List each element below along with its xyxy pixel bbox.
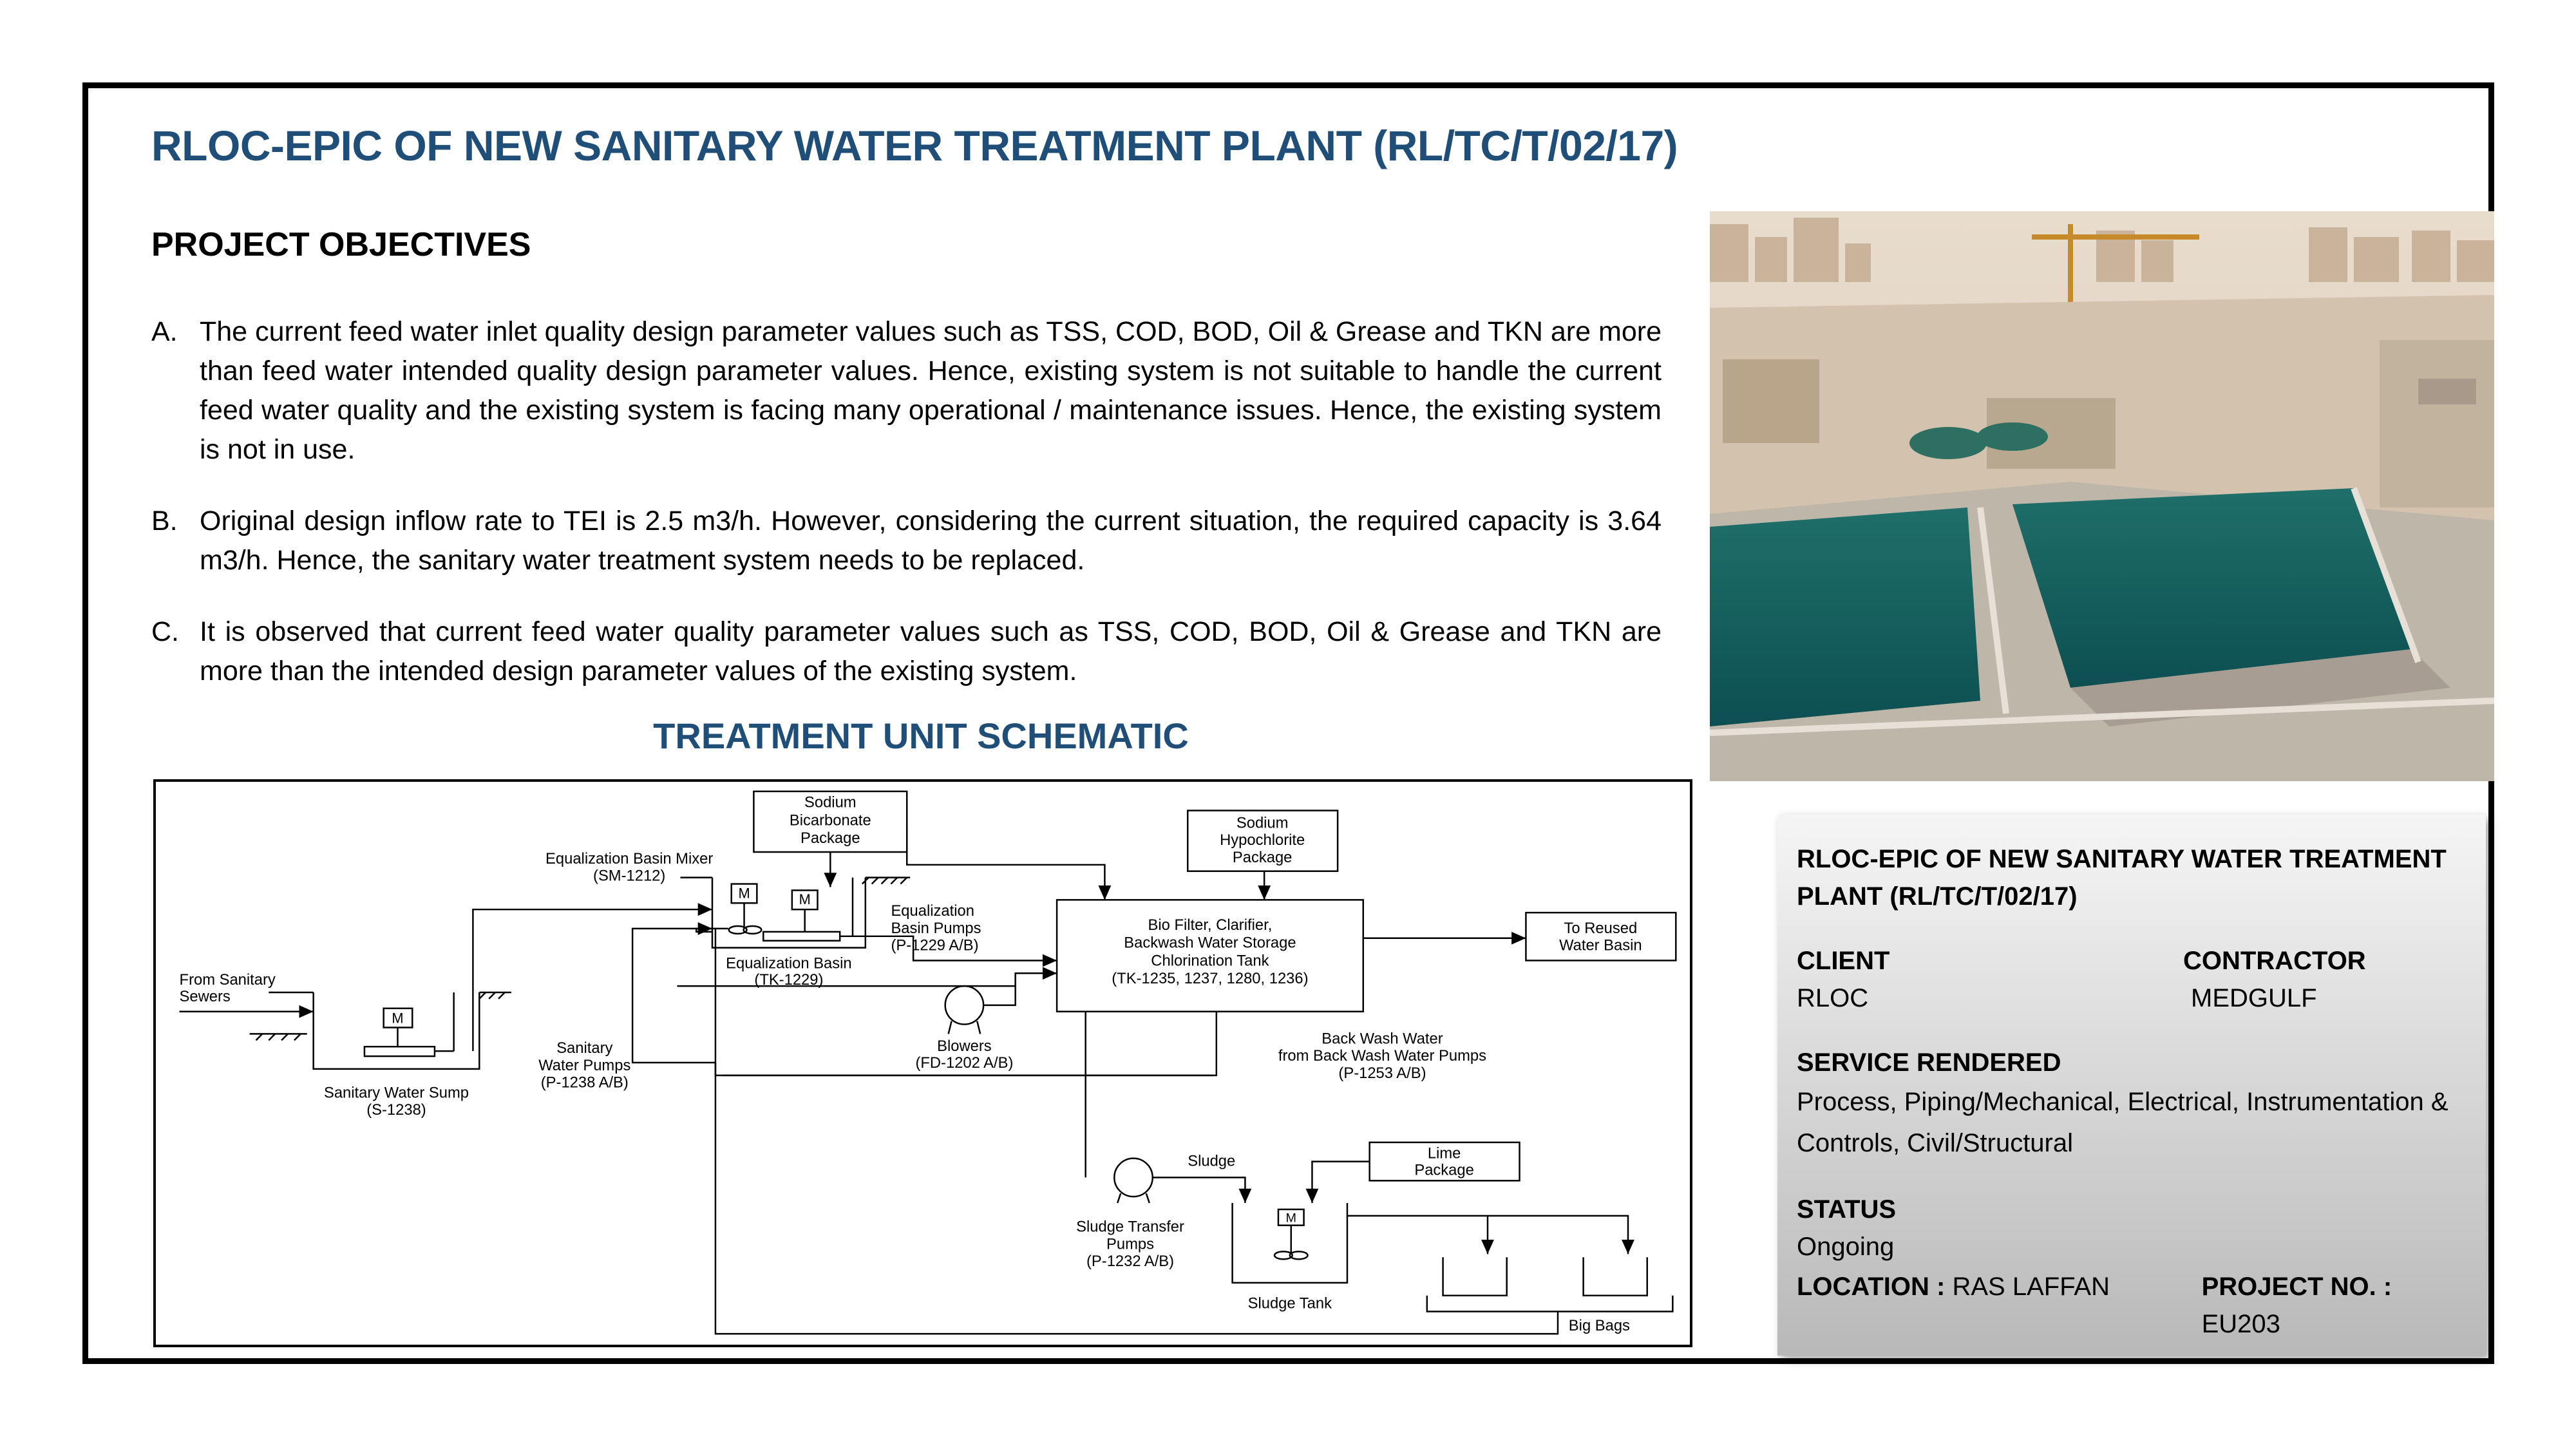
status-label: STATUS — [1797, 1195, 1897, 1224]
schematic-labels: Sodium Bicarbonate Package Sodium Hypoch… — [180, 794, 1642, 1335]
schematic-lines — [179, 790, 1677, 1335]
plant-photo — [1710, 211, 2494, 781]
label-sodium-hypochlorite: Hypochlorite — [1220, 831, 1305, 849]
label-eq-pumps: Equalization — [891, 902, 974, 920]
label-eq-pumps: Basin Pumps — [891, 920, 981, 937]
objective-text: Original design inflow rate to TEI is 2.… — [200, 506, 1662, 576]
label-blowers: (FD-1202 A/B) — [915, 1054, 1013, 1072]
label-sodium-bicarbonate: Sodium — [804, 794, 857, 811]
eq-hatch — [861, 876, 908, 885]
schematic-heading: TREATMENT UNIT SCHEMATIC — [653, 715, 1189, 756]
project-info-card: RLOC-EPIC OF NEW SANITARY WATER TREATMEN… — [1777, 815, 2486, 1356]
label-sodium-hypochlorite: Package — [1233, 849, 1293, 866]
label-sodium-hypochlorite: Sodium — [1236, 814, 1289, 831]
label-sump: (S-1238) — [366, 1101, 426, 1119]
label-eq-basin: Equalization Basin — [726, 954, 852, 972]
label-sludge-pumps: Pumps — [1106, 1235, 1154, 1253]
objective-item: A. The current feed water inlet quality … — [151, 312, 1662, 469]
label-sodium-bicarbonate: Package — [800, 829, 860, 847]
client-value: RLOC — [1797, 984, 1869, 1012]
treatment-schematic: Sodium Bicarbonate Package Sodium Hypoch… — [153, 779, 1692, 1347]
label-sludge-pumps: (P-1232 A/B) — [1086, 1253, 1174, 1270]
objective-item: B. Original design inflow rate to TEI is… — [151, 502, 1662, 580]
biofilter-box — [1056, 899, 1364, 1012]
service-value: Process, Piping/Mechanical, Electrical, … — [1797, 1088, 2448, 1157]
label-biofilter: Bio Filter, Clarifier, — [1148, 916, 1273, 934]
objectives-heading: PROJECT OBJECTIVES — [151, 226, 531, 263]
lime-package-box — [1368, 1141, 1520, 1182]
label-lime: Lime — [1428, 1145, 1461, 1162]
objective-letter: A. — [151, 316, 178, 347]
label-sodium-bicarbonate: Bicarbonate — [790, 811, 871, 829]
sodium-hypochlorite-box — [1186, 810, 1339, 872]
objective-letter: B. — [151, 506, 178, 536]
label-reused-basin: Water Basin — [1559, 937, 1642, 954]
label-sump: Sanitary Water Sump — [324, 1084, 469, 1102]
motor-label: M — [799, 891, 811, 907]
contractor-value: MEDGULF — [2191, 984, 2317, 1012]
label-backwash: (P-1253 A/B) — [1338, 1065, 1426, 1082]
label-biofilter: (TK-1235, 1237, 1280, 1236) — [1112, 970, 1308, 987]
eq-basin-outline — [711, 877, 867, 949]
label-biofilter: Backwash Water Storage — [1124, 934, 1296, 952]
objective-letter: C. — [151, 616, 179, 647]
label-sanitary-pumps: (P-1238 A/B) — [541, 1074, 629, 1092]
sump-outline — [312, 992, 480, 1070]
label-sludge: Sludge — [1188, 1153, 1235, 1170]
label-big-bags: Big Bags — [1569, 1317, 1630, 1334]
client-label: CLIENT — [1797, 947, 1890, 975]
page-title: RLOC-EPIC OF NEW SANITARY WATER TREATMEN… — [151, 122, 1678, 169]
label-lime: Package — [1414, 1161, 1474, 1179]
info-title: RLOC-EPIC OF NEW SANITARY WATER TREATMEN… — [1797, 845, 2447, 911]
sump-hatch — [249, 1033, 307, 1041]
sump-hatch-right — [478, 992, 506, 999]
label-eq-mixer: Equalization Basin Mixer — [545, 850, 713, 867]
label-reused-basin: To Reused — [1564, 920, 1638, 937]
motor-label: M — [392, 1010, 403, 1027]
big-bag-2 — [1582, 1257, 1648, 1296]
status-value: Ongoing — [1797, 1233, 1895, 1261]
schematic-diagram: Sodium Bicarbonate Package Sodium Hypoch… — [179, 790, 1677, 1335]
location-label: LOCATION : — [1797, 1273, 1946, 1301]
location-project-row: LOCATION : RAS LAFFAN PROJECT NO. : EU20… — [1797, 1268, 2473, 1343]
project-no-label: PROJECT NO. : — [2201, 1273, 2392, 1301]
sludge-pump-symbol — [1113, 1157, 1153, 1198]
service-label: SERVICE RENDERED — [1797, 1048, 2061, 1077]
label-sludge-tank: Sludge Tank — [1248, 1295, 1332, 1312]
eq-pump-motor — [791, 889, 819, 911]
big-bag-1 — [1442, 1257, 1508, 1296]
label-from-sanitary: Sewers — [180, 988, 231, 1005]
plant-photo-image — [1710, 211, 2494, 781]
label-from-sanitary: From Sanitary — [180, 971, 276, 989]
label-sludge-pumps: Sludge Transfer — [1076, 1218, 1184, 1236]
objective-item: C. It is observed that current feed wate… — [151, 612, 1662, 691]
motor-label: M — [1286, 1211, 1297, 1226]
contractor-label: CONTRACTOR — [2183, 947, 2366, 975]
reused-basin-box — [1525, 911, 1677, 961]
client-contractor-labels: CLIENT CONTRACTOR — [1797, 942, 2473, 980]
label-eq-mixer: (SM-1212) — [593, 867, 665, 885]
location-value: RAS LAFFAN — [1952, 1273, 2110, 1301]
project-info: RLOC-EPIC OF NEW SANITARY WATER TREATMEN… — [1797, 840, 2473, 1343]
label-backwash: Back Wash Water — [1321, 1030, 1443, 1047]
label-sanitary-pumps: Water Pumps — [538, 1057, 630, 1074]
label-sanitary-pumps: Sanitary — [556, 1039, 612, 1057]
client-contractor-values: RLOC MEDGULF — [1797, 980, 2473, 1017]
label-eq-basin: (TK-1229) — [754, 971, 823, 989]
label-blowers: Blowers — [937, 1037, 992, 1055]
motor-label: M — [738, 885, 750, 901]
blower-symbol — [944, 985, 985, 1025]
label-backwash: from Back Wash Water Pumps — [1278, 1047, 1486, 1065]
project-no-value: EU203 — [2201, 1310, 2280, 1338]
label-eq-pumps: (P-1229 A/B) — [891, 937, 978, 954]
objectives-list: A. The current feed water inlet quality … — [151, 312, 1662, 723]
sludge-tank-outline — [1231, 1203, 1349, 1284]
eq-mixer-motor — [730, 883, 758, 904]
objective-text: The current feed water inlet quality des… — [200, 316, 1662, 465]
label-biofilter: Chlorination Tank — [1151, 952, 1269, 969]
objective-text: It is observed that current feed water q… — [200, 616, 1662, 687]
